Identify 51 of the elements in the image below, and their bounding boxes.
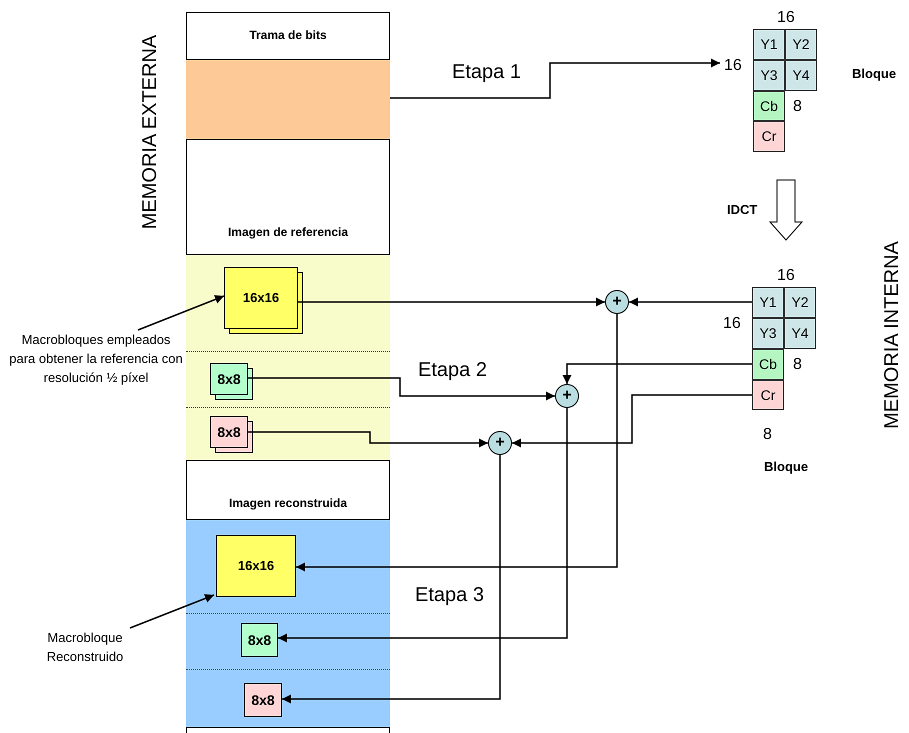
memory-label: MEMORIA INTERNA [880,241,904,429]
arrow [282,455,501,704]
stage-label: Etapa 3 [415,583,484,608]
block-cell: Y4 [785,60,817,91]
arrow [298,298,605,306]
arrow [390,58,720,99]
dimension-label: 16 [777,266,795,286]
macroblock: 8x8 [210,416,248,448]
arrow [562,363,752,384]
block-cell: Y4 [784,318,816,349]
block-cell: Cb [753,91,785,121]
block-arrow [768,180,804,241]
leader-line [138,295,224,331]
macroblock: 8x8 [241,623,278,657]
macroblock: 16x16 [224,267,298,329]
block-caption: Bloque [764,458,808,476]
macroblock: 8x8 [210,363,248,395]
block-cell: Y1 [753,29,785,60]
stage-label: Etapa 2 [418,358,487,383]
memory-label: MEMORIA EXTERNA [138,34,162,230]
arrow [296,314,618,572]
arrow [248,377,555,400]
block-cell: Y3 [752,318,784,349]
section-heading: Trama de bits [248,27,328,44]
dimension-label: 8 [793,355,802,375]
arrow [278,408,568,642]
stage-label: Etapa 1 [452,60,521,85]
dimension-label: 16 [723,314,741,334]
block-cell: Y2 [784,287,816,318]
section-heading: Imagen reconstruida [228,495,348,512]
leader-line [130,594,214,629]
arrow [512,394,752,448]
dimension-label: 8 [793,97,802,117]
arrow [629,298,752,306]
dimension-label: 8 [763,425,772,445]
block-cell: Y2 [785,29,817,60]
memory-column [186,12,390,733]
block-cell: Cb [752,349,784,380]
block-cell: Cr [752,380,784,410]
annotation-text: Macrobloques empleados para obtener la referencia con resolución ½ píxel [8,330,184,412]
block-cell: Y1 [752,287,784,318]
dimension-label: 16 [724,56,742,76]
annotation-text: Macrobloque Reconstruido [30,628,140,672]
dimension-label: 16 [777,8,795,28]
arrow [248,431,488,448]
block-caption: Bloque [852,65,896,83]
block-cell: Y3 [753,60,785,91]
macroblock: 8x8 [244,683,282,717]
block-cell: Cr [753,121,785,152]
section-heading: Imagen de referencia [226,224,350,241]
macroblock: 16x16 [216,535,296,597]
